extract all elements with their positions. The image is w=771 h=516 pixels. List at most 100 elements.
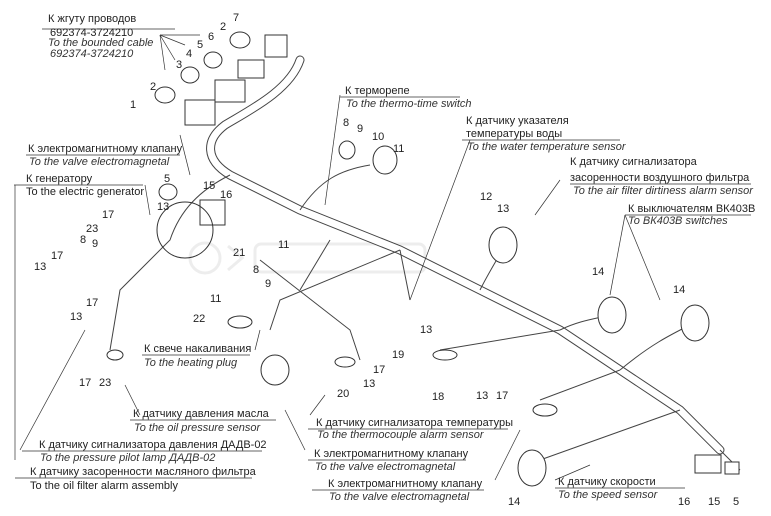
callout: 13 [34,261,46,273]
callout: 13 [420,324,432,336]
terminal-22 [227,315,253,329]
callout: 20 [337,388,349,400]
callout: 16 [678,496,690,508]
connector-1 [184,99,216,126]
callout: 5 [164,173,170,185]
callout: 9 [357,123,363,135]
callout: 13 [497,203,509,215]
label-valve3-ru: К электромагнитному клапану [328,478,483,490]
callout: 9 [265,278,271,290]
callout: 5 [733,496,739,508]
callout: 17 [51,250,63,262]
callout: 2 [150,81,156,93]
water-sensor-12 [488,226,518,264]
callout: 17 [79,377,91,389]
speed-sensor-14 [517,449,547,487]
callout: 17 [373,364,385,376]
label-dadv-ru: К датчику сигнализатора давления ДАДВ-02 [39,439,267,451]
callout: 15 [708,496,720,508]
label-valve1-en: To the valve electromagnetal [29,156,170,168]
label-oilf-ru: К датчику засоренности масляного фильтра [30,466,257,478]
connector-15 [724,461,740,475]
label-tc-en: To the thermocouple alarm sensor [317,429,485,441]
callout-numbers: 1 2 2 3 4 5 6 7 8 9 10 11 5 15 16 17 13 … [34,12,739,508]
label-water-ru1: К датчику указателя [466,115,569,127]
connector-20 [260,354,290,386]
part-2-circle [229,31,251,49]
label-underlines [14,28,751,491]
label-speed-ru: К датчику скорости [558,476,656,488]
label-valve2-en: To the valve electromagnetal [315,461,456,473]
label-dadv-en: To the pressure pilot lamp ДАДВ-02 [40,452,215,464]
callout: 4 [186,48,192,60]
label-heat-ru: К свече накаливания [144,343,251,355]
label-gen-en: To the electric generator [26,186,144,198]
label-valve1-ru: К электромагнитному клапану [28,143,183,155]
label-heat-en: To the heating plug [144,357,238,369]
label-speed-en: To the speed sensor [558,489,659,501]
leader-lines [14,34,661,481]
label-oilf-en: To the oil filter alarm assembly [30,480,178,492]
connector-6 [237,59,265,79]
label-oilp-en: To the oil pressure sensor [134,422,261,434]
part-9-circle [338,140,356,160]
label-bk-en: To ВК403В switches [628,215,728,227]
terminal-17 [106,349,124,361]
callout: 22 [193,313,205,325]
label-valve2-ru: К электромагнитному клапану [314,448,469,460]
detail-circle [156,201,214,259]
callout: 2 [220,21,226,33]
terminal-17 [532,403,558,417]
callout: 10 [372,131,384,143]
callout: 14 [673,284,685,296]
label-bounded-cable-en: To the bounded cable [48,37,153,49]
callout: 13 [70,311,82,323]
terminal-17 [334,356,356,368]
label-oilp-ru: К датчику давления масла [133,408,270,420]
parts [106,31,740,487]
thermo-switch-11 [372,145,398,175]
callout: 8 [253,264,259,276]
label-bounded-cable-num: 692374-3724210 [50,27,133,39]
callout: 13 [363,378,375,390]
callout: 3 [176,59,182,71]
callout: 9 [92,238,98,250]
label-water-ru2: температуры воды [466,128,562,140]
label-water-en: To the water temperature sensor [467,141,627,153]
callout: 23 [99,377,111,389]
callout: 17 [102,209,114,221]
label-gen-ru: К генератору [26,173,93,185]
label-air-en: To the air filter dirtiness alarm sensor [573,185,754,197]
label-tc-ru: К датчику сигнализатора температуры [316,417,513,429]
callout: 15 [203,180,215,192]
label-bounded-cable-num-en: 692374-3724210 [50,48,134,60]
connector-7 [264,34,288,58]
harness-trunk [109,55,741,471]
part-3-circle [180,66,200,84]
switch-14 [597,296,627,334]
label-air-ru2: засоренности воздушного фильтра [570,172,750,184]
label-valve3-en: To the valve electromagnetal [329,491,470,503]
part-2-circle [154,86,176,104]
callout: 8 [343,117,349,129]
callout: 14 [508,496,520,508]
label-bk-ru: К выключателям ВК403В [628,203,755,215]
callout: 17 [496,390,508,402]
callout: 11 [393,143,404,155]
callout: 23 [86,223,98,235]
callout: 16 [220,189,232,201]
part-5-circle [203,51,223,69]
callout: 8 [80,234,86,246]
callout: 11 [278,239,289,251]
connector-16 [694,454,722,474]
terminals-18 [432,349,458,361]
callout: 14 [592,266,604,278]
labels: К жгуту проводов 692374-3724210 To the b… [26,13,755,503]
callout: 17 [86,297,98,309]
callout: 7 [233,12,239,24]
callout: 13 [476,390,488,402]
label-thermo-ru: К терморепе [345,85,410,97]
switch-14 [680,304,710,342]
connector-16 [199,199,226,226]
